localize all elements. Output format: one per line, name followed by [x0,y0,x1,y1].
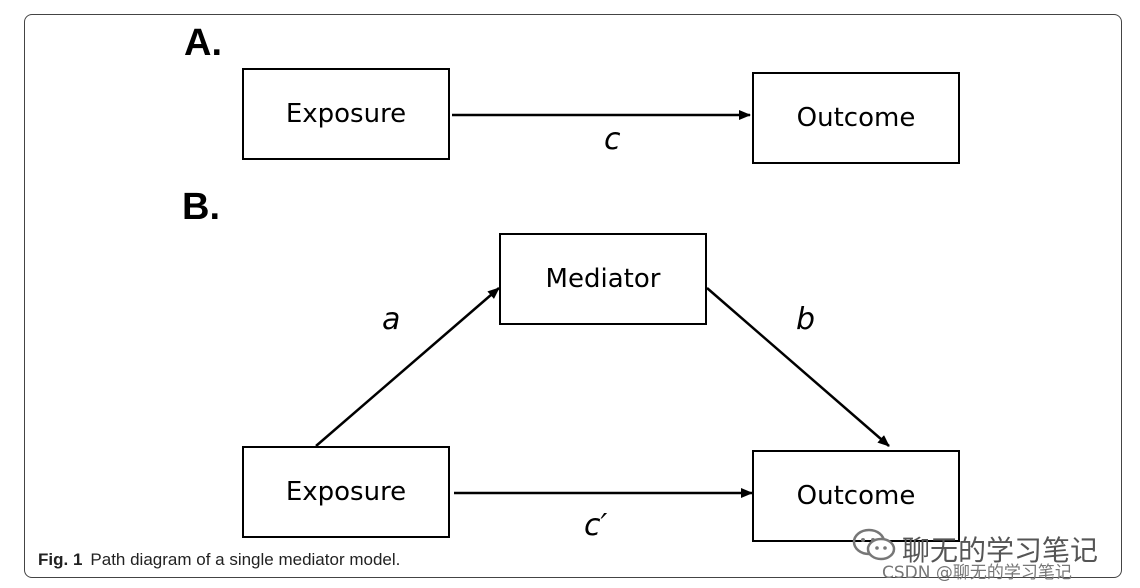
mediator-box: Mediator [499,233,707,325]
exposure-box-b: Exposure [242,446,450,538]
watermark: 聊无的学习笔记 [852,528,1098,569]
caption-fig-number: Fig. 1 [38,550,83,569]
panel-b-label: B. [182,186,220,228]
watermark-csdn: CSDN @聊无的学习笔记 [882,563,1072,583]
figure-caption: Fig. 1 Path diagram of a single mediator … [38,550,400,570]
panel-a-label: A. [184,22,222,64]
figure-frame [24,14,1122,578]
path-label-a: a [382,302,401,337]
caption-text: Path diagram of a single mediator model. [90,550,401,569]
watermark-title: 聊无的学习笔记 [902,533,1099,567]
path-label-b: b [796,302,816,337]
outcome-box-b: Outcome [752,450,960,542]
arrow-exposure-mediator [315,287,500,447]
outcome-box-a: Outcome [752,72,960,164]
wechat-icon [852,528,896,569]
path-label-c: c [604,122,621,157]
path-label-c-prime: c′ [584,508,608,543]
exposure-box-a: Exposure [242,68,450,160]
arrow-mediator-outcome [706,287,890,447]
